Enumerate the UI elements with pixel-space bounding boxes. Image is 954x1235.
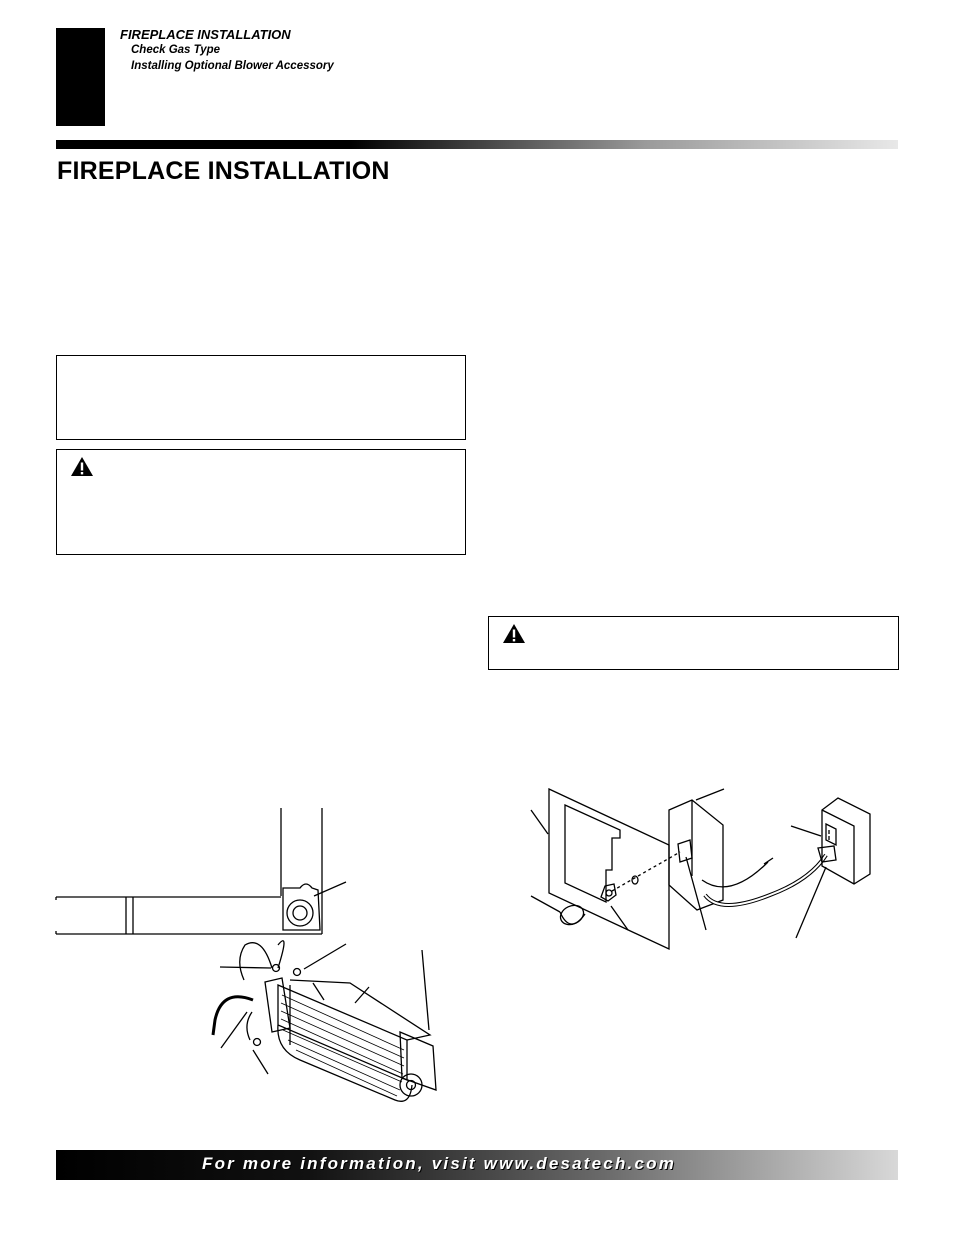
header-subtitle-blower: Installing Optional Blower Accessory xyxy=(131,60,334,72)
warning-triangle-icon xyxy=(503,624,525,643)
notice-box xyxy=(56,355,466,440)
section-tab-block xyxy=(56,28,105,126)
header-subtitle-gas-type: Check Gas Type xyxy=(131,44,221,56)
header-rule xyxy=(56,140,898,149)
footer-banner: For more information, visit www.desatech… xyxy=(56,1150,898,1180)
page-title: FIREPLACE INSTALLATION xyxy=(57,157,390,185)
footer-text: For more information, visit www.desatech… xyxy=(202,1154,677,1173)
warning-triangle-icon xyxy=(71,457,93,476)
header-title: FIREPLACE INSTALLATION xyxy=(120,27,291,42)
warning-box-left xyxy=(56,449,466,555)
warning-box-right xyxy=(488,616,899,670)
